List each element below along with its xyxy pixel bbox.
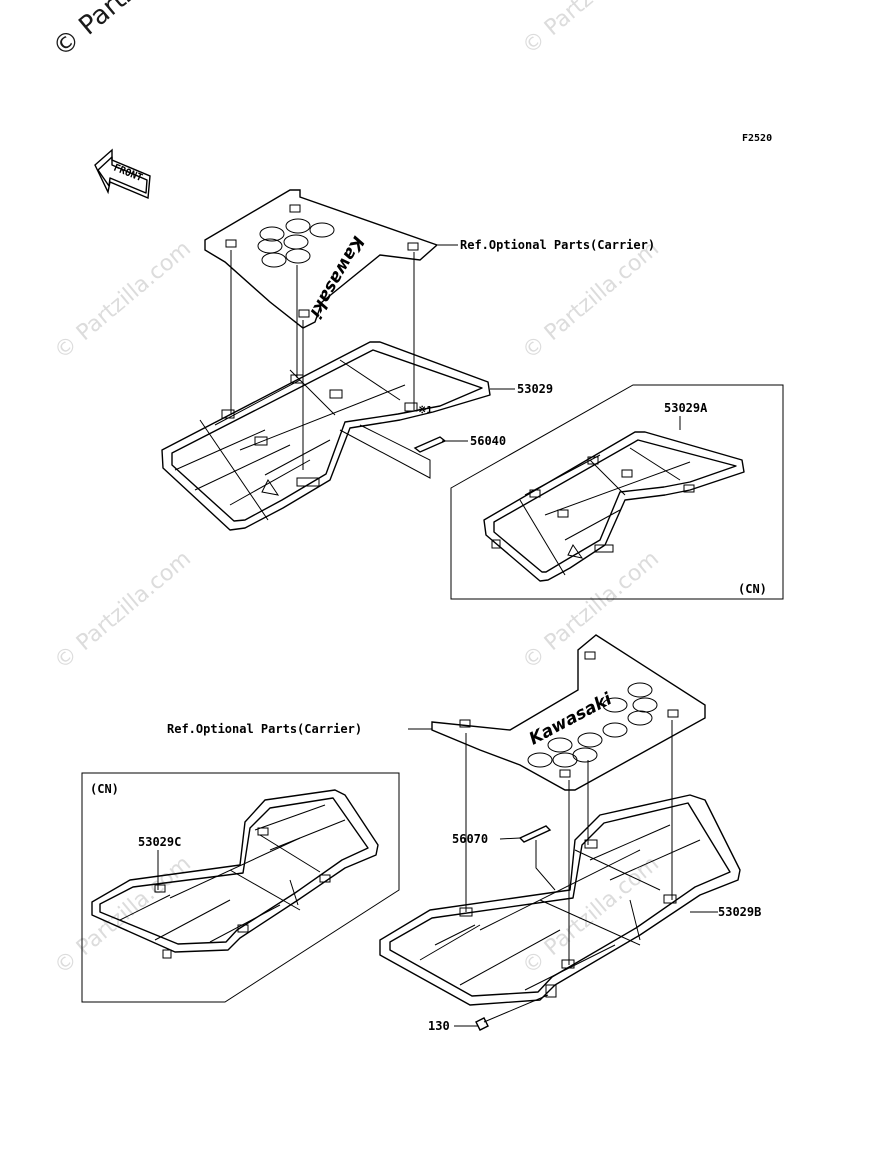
watermark: © Partzilla.com [50,851,196,979]
alignment-lines-top [230,250,415,470]
watermark: © Partzilla.com [518,851,664,979]
bolt-130 [475,994,549,1031]
callouts-top: Ref.Optional Parts(Carrier) 53029 56040 [438,238,655,448]
carrier-rack-53029B [379,794,741,1006]
callout-56070: 56070 [452,832,488,846]
optional-carrier-plate-top: Kawasaki [204,189,439,329]
watermark: © Partzilla.com [518,236,664,364]
callout-53029C: 53029C [138,835,181,849]
callout-ref-optional-top: Ref.Optional Parts(Carrier) [460,238,655,252]
watermark: © Partzilla.com [50,546,196,674]
watermark: © Partzilla.com [518,0,664,60]
label-56040-part [339,424,447,479]
callout-ref-optional-bottom: Ref.Optional Parts(Carrier) [167,722,362,736]
alignment-lines-bottom [465,720,673,965]
watermark: © Partzilla.com [50,236,196,364]
label-56070-part [518,825,556,891]
callouts-bottom: Ref.Optional Parts(Carrier) 56070 53029B… [167,722,761,1033]
optional-carrier-plate-bottom: Kawasaki [431,634,706,791]
callout-130: 130 [428,1019,450,1033]
callout-53029B: 53029B [718,905,761,919]
front-arrow-icon: FRONT [94,148,151,200]
cn-label-2: (CN) [90,782,119,796]
watermarks: © Partz © Partzilla.com © Partzilla.com … [47,0,664,980]
cn-variant-box-53029A: 53029A (CN) [450,384,784,600]
cn-label-1: (CN) [738,582,767,596]
callout-53029: 53029 [517,382,553,396]
mark-star: ※1 [418,405,432,416]
watermark-corner: © Partz [47,0,142,63]
cn-variant-box-53029C: (CN) 53029C [81,772,400,1003]
callout-56040: 56040 [470,434,506,448]
callout-53029A: 53029A [664,401,708,415]
carrier-rack-53029: ※1 [161,341,491,531]
figure-code: F2520 [742,133,772,144]
